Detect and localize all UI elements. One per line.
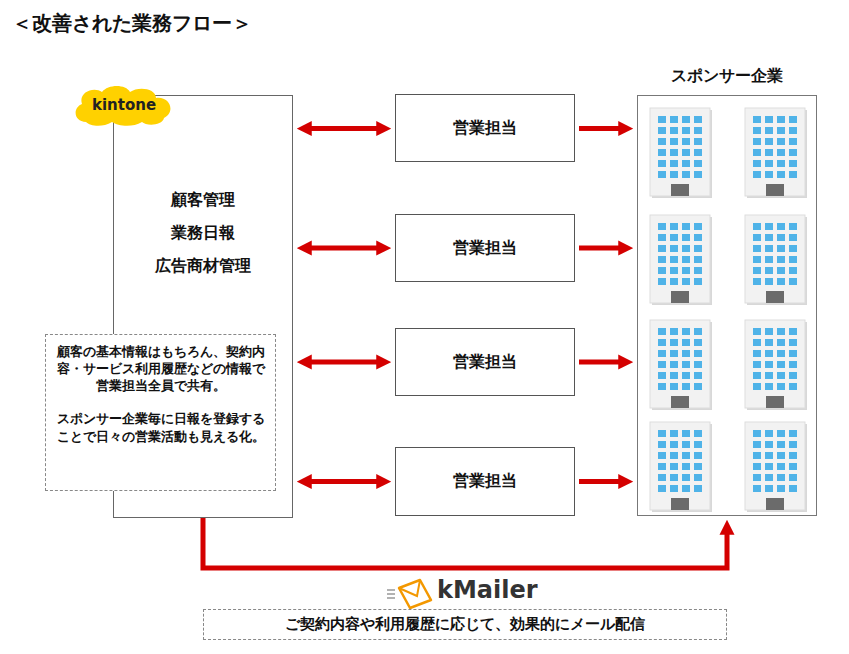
flow-arrow xyxy=(311,126,377,131)
node-text: 顧客の基本情報はもちろん、契約内容・サービス利用履歴などの情報で営業担当全員で共… xyxy=(56,343,265,394)
flow-arrow xyxy=(311,246,377,251)
node-text: 営業担当 xyxy=(453,352,517,373)
note-box: 顧客の基本情報はもちろん、契約内容・サービス利用履歴などの情報で営業担当全員で共… xyxy=(45,334,276,491)
node-text: 営業担当 xyxy=(453,471,517,492)
process-box: 営業担当 xyxy=(395,447,575,516)
building-icon xyxy=(745,215,807,305)
flow-arrow xyxy=(311,360,377,365)
node-text: スポンサー企業毎に日報を登録することで日々の営業活動も見える化。 xyxy=(56,410,265,444)
flow-arrow xyxy=(311,479,377,484)
flow-arrow xyxy=(579,360,619,365)
logo-cloud: kintone xyxy=(72,84,176,126)
node-text: 広告商材管理 xyxy=(114,249,292,282)
node-text: 営業担当 xyxy=(453,118,517,139)
process-box: 営業担当 xyxy=(395,214,575,282)
process-box: 営業担当 xyxy=(395,328,575,396)
building-icon xyxy=(650,108,712,198)
node-text: kintone xyxy=(92,96,156,114)
building-icon xyxy=(650,215,712,305)
logo-label: kMailer xyxy=(437,576,538,604)
building-group xyxy=(650,108,807,512)
node-text: 顧客管理 xyxy=(114,183,292,216)
flow-arrow xyxy=(579,246,619,251)
node-text: スポンサー企業 xyxy=(618,66,836,87)
building-icon xyxy=(745,108,807,198)
diagram-title: ＜改善された業務フロー＞ xyxy=(12,10,252,37)
caption-box: ご契約内容や利用履歴に応じて、効果的にメール配信 xyxy=(203,609,727,640)
building-icon xyxy=(650,320,712,410)
flow-arrow xyxy=(579,126,619,131)
company-group: スポンサー企業 xyxy=(637,95,817,516)
building-icon xyxy=(745,422,807,512)
node-text: 業務日報 xyxy=(114,216,292,249)
kmailer-icon xyxy=(387,580,431,608)
flow-arrow xyxy=(579,479,619,484)
system-box: 顧客の基本情報はもちろん、契約内容・サービス利用履歴などの情報で営業担当全員で共… xyxy=(113,95,293,518)
building-icon xyxy=(650,422,712,512)
flow-arrow xyxy=(203,518,727,568)
node-text: ご契約内容や利用履歴に応じて、効果的にメール配信 xyxy=(285,615,645,634)
building-icon xyxy=(745,320,807,410)
node-text: 営業担当 xyxy=(453,238,517,259)
process-box: 営業担当 xyxy=(395,94,575,162)
